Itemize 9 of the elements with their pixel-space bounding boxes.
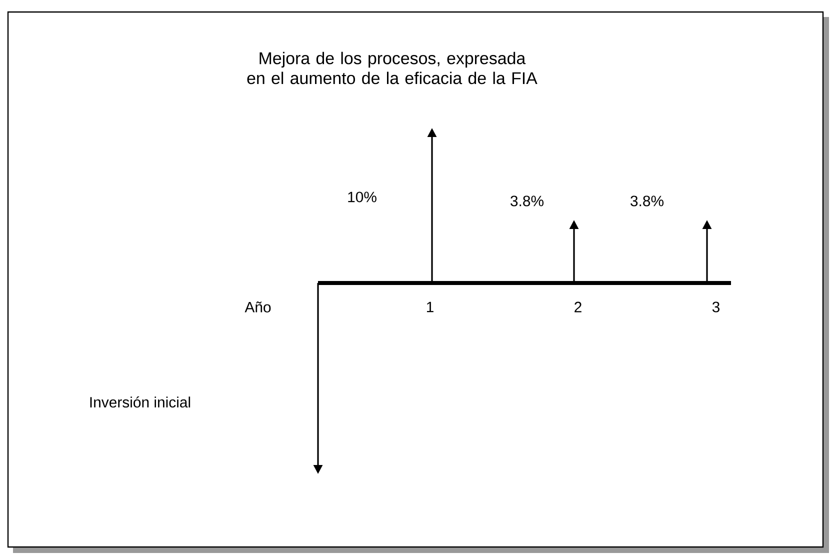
label: 10% [348,192,376,202]
label: 3.8% [630,196,664,206]
label: 1 [427,302,434,312]
label: 3.8% [510,196,544,206]
label: Año [244,302,271,312]
label: 3 [712,302,720,312]
title: Mejora de los procesos, expresada en el aumento de la eficacia de la FIA [247,52,538,84]
label: Inversión inicial [90,396,190,408]
label: 2 [574,302,582,312]
